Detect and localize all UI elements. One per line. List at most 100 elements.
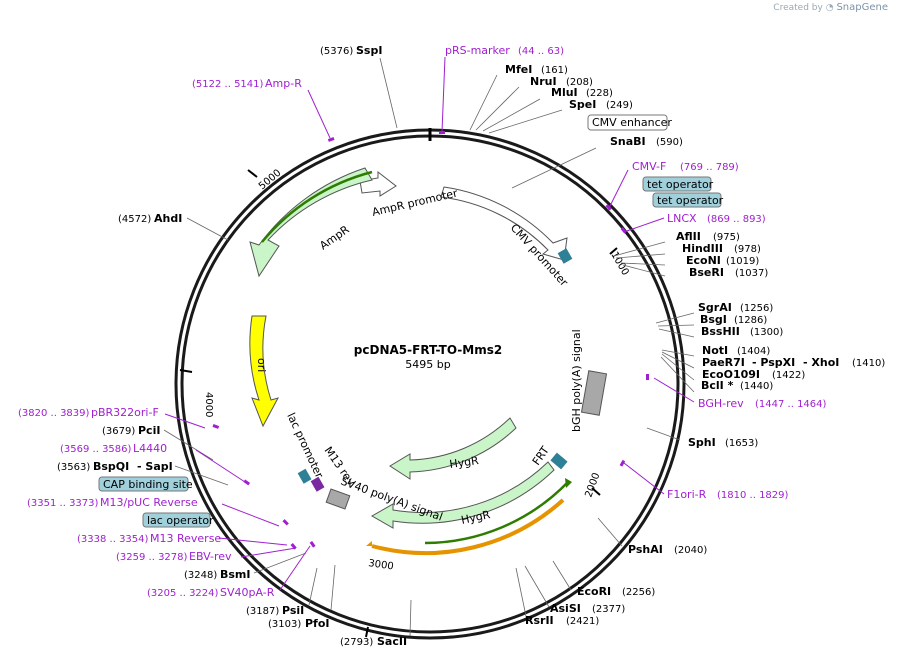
leader-lines: [163, 57, 695, 637]
frt-block: [550, 452, 568, 470]
primer-name-ampr: Amp-R: [265, 77, 302, 90]
primer-pos-l4440: (3569 .. 3586): [60, 444, 132, 455]
site-pos-paer7i: (1410): [852, 358, 885, 369]
primer-name-f1ori: F1ori-R: [667, 488, 707, 501]
site-name-sapi: - SapI: [137, 460, 173, 473]
m13-block: [310, 476, 325, 492]
site-name-asisi: AsiSI: [550, 602, 581, 615]
site-name-ecori: EcoRI: [577, 585, 611, 598]
tick-3000: [365, 626, 369, 638]
site-pos-bsmi: (3248): [184, 570, 217, 581]
primer-name-bghrev: BGH-rev: [698, 397, 744, 410]
site-pos-econi: (1019): [726, 256, 759, 267]
site-pos-bsgi: (1286): [734, 315, 767, 326]
site-name-bspqi: BspQI: [93, 460, 129, 473]
site-name-pshai: PshAI: [628, 543, 663, 556]
site-pos-mlui: (228): [586, 88, 613, 99]
primer-pos-bghrev: (1447 .. 1464): [755, 399, 827, 410]
site-pos-nrui: (208): [566, 77, 593, 88]
site-pos-ecoo109i: (1422): [772, 370, 805, 381]
primer-name-m13rev: M13 Reverse: [150, 532, 221, 545]
site-name-pspxi: - PspXI: [752, 356, 795, 369]
site-pos-aflii: (975): [713, 232, 740, 243]
tick-label-4000: 4000: [203, 392, 214, 417]
site-name-ecoo109i: EcoO109I: [702, 368, 760, 381]
cap-binding-box: [98, 476, 189, 492]
site-pos-hindiii: (978): [734, 244, 761, 255]
site-name-bsgi: BsgI: [700, 313, 727, 326]
snapgene-brand: Created by ◔ SnapGene: [773, 2, 888, 13]
primer-pos-f1ori: (1810 .. 1829): [717, 490, 789, 501]
primer-pos-pbr322: (3820 .. 3839): [18, 408, 90, 419]
site-pos-ahdi: (4572): [118, 214, 151, 225]
site-name-bsshii: BssHII: [701, 325, 740, 338]
site-name-pcii: PciI: [138, 424, 160, 437]
site-name-aflii: AflII: [676, 230, 701, 243]
site-name-hindiii: HindIII: [682, 242, 723, 255]
site-name-sgrai: SgrAI: [698, 301, 732, 314]
site-name-sacii: SacII: [377, 635, 407, 648]
primer-pos-cmvf: (769 .. 789): [680, 162, 739, 173]
primer-labels: pRS-marker (44 .. 63) (5122 .. 5141) Amp…: [18, 44, 827, 599]
ori-label: ori: [255, 358, 268, 372]
site-name-nrui: NruI: [530, 75, 557, 88]
primer-name-cmvf: CMV-F: [632, 160, 666, 173]
site-name-mfei: MfeI: [505, 63, 532, 76]
site-name-ahdi: AhdI: [154, 212, 182, 225]
site-pos-spei: (249): [606, 100, 633, 111]
site-name-sphi: SphI: [688, 436, 716, 449]
hygr-upper-arrow: [389, 417, 517, 480]
site-pos-rsrii: (2421): [566, 616, 599, 627]
mms2-orange-arrowhead: [366, 541, 372, 546]
primer-marks: [212, 131, 649, 550]
bgh-polya-label: bGH poly(A) signal: [570, 329, 583, 432]
primer-pos-m13puc: (3351 .. 3373): [27, 498, 99, 509]
scale-ticks: 1000 2000 3000 4000 5000: [179, 168, 631, 638]
site-pos-sphi: (1653): [725, 438, 758, 449]
site-labels: (5376) SspI MfeI (161) NruI (208) MluI (…: [57, 44, 885, 648]
site-name-spei: SpeI: [569, 98, 596, 111]
site-name-noti: NotI: [702, 344, 728, 357]
lac-operator-label: lac operator: [147, 514, 214, 527]
snapgene-logo-icon: ◔: [825, 3, 834, 13]
site-pos-bsshii: (1300): [750, 327, 783, 338]
ampr-promoter-arrow: [359, 170, 397, 197]
tick-2000: [591, 487, 601, 496]
site-pos-snabi: (590): [656, 137, 683, 148]
primer-lines: [164, 56, 695, 591]
primer-name-ebvrev: EBV-rev: [189, 550, 232, 563]
tick-label-3000: 3000: [368, 558, 395, 572]
site-pos-bcli: (1440): [740, 381, 773, 392]
site-name-rsrii: RsrII: [525, 614, 554, 627]
primer-name-l4440: L4440: [133, 442, 167, 455]
cmv-enhancer-label: CMV enhancer: [592, 116, 672, 129]
site-pos-psii: (3187): [246, 606, 279, 617]
hygr-upper-label: HygR: [449, 454, 480, 471]
ampr-orf-line: [261, 170, 373, 243]
site-pos-asisi: (2377): [592, 604, 625, 615]
primer-pos-m13rev: (3338 .. 3354): [77, 534, 149, 545]
site-pos-pfoi: (3103): [268, 619, 301, 630]
site-name-snabi: SnaBI: [610, 135, 646, 148]
hygr-lower-arrow: [370, 461, 555, 529]
site-pos-pshai: (2040): [674, 545, 707, 556]
cap-binding-label: CAP binding site: [103, 478, 193, 491]
cmv-promoter-arrow: [440, 186, 568, 261]
site-name-sspi: SspI: [356, 44, 382, 57]
hygr-orf-arrowhead: [565, 478, 572, 488]
site-pos-bseri: (1037): [735, 268, 768, 279]
brand-prefix: Created by: [773, 3, 823, 13]
site-pos-sacii: (2793): [340, 637, 373, 648]
hygr-orf-line: [424, 481, 569, 545]
ampr-label: AmpR: [317, 223, 352, 253]
boxed-labels: CMV enhancer tet operator tet operator C…: [98, 114, 724, 528]
site-pos-mfei: (161): [541, 65, 568, 76]
bgh-polya-block: [580, 370, 608, 416]
tick-5000: [247, 169, 258, 178]
site-name-paer7i: PaeR7I: [702, 356, 745, 369]
primer-name-prs: pRS-marker: [445, 44, 510, 57]
primer-pos-ebvrev: (3259 .. 3278): [116, 552, 188, 563]
primer-name-m13puc: M13/pUC Reverse: [100, 496, 198, 509]
cmv-enhancer-box: [587, 114, 668, 131]
